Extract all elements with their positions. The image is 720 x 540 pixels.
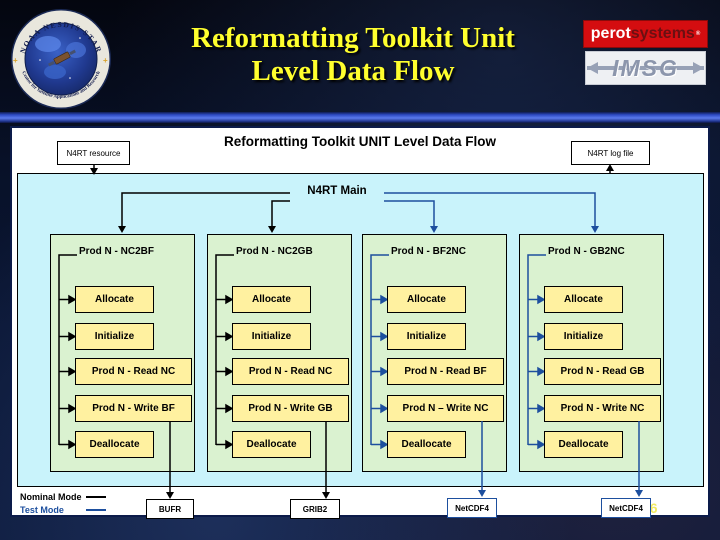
legend-test-line-sample [86,508,106,511]
step-box: Prod N - Read GB [544,358,661,385]
n4rt-main-label: N4RT Main [307,185,367,197]
legend-test-label: Test Mode [20,504,64,515]
output-box-bufr: BUFR [146,499,194,519]
output-box-grib2: GRIB2 [290,499,340,519]
step-box: Allocate [544,286,623,313]
column-bracket-lines [58,254,77,450]
column-header: Prod N - NC2GB [236,246,313,257]
perot-logo-light-text: systems [630,25,695,42]
header-divider-bar [0,112,720,123]
step-box: Prod N - Read NC [232,358,349,385]
step-box: Deallocate [75,431,154,458]
noaa-nesdis-star-seal: ++ NOAA NESDIS STAR Center for Satellite… [11,9,111,109]
legend-nominal-line-sample [86,495,106,498]
step-box: Deallocate [544,431,623,458]
diagram-panel: Reformatting Toolkit UNIT Level Data Flo… [10,126,710,519]
perot-logo-bold-text: perot [590,25,631,42]
column-header: Prod N - GB2NC [548,246,625,257]
column-header: Prod N - BF2NC [391,246,466,257]
n4rt-log-file-box: N4RT log file [571,141,650,165]
mode-legend: Nominal Mode Test Mode [20,490,106,516]
slide-title-line1: Reformatting Toolkit Unit [191,22,515,54]
step-box: Prod N - Write BF [75,395,192,422]
step-box: Prod N - Read BF [387,358,504,385]
imsg-logo-text: IMSG [612,54,679,81]
column-bracket-lines [370,254,389,450]
step-box: Prod N - Write GB [232,395,349,422]
step-box: Allocate [75,286,154,313]
step-box: Prod N - Read NC [75,358,192,385]
column-header: Prod N - NC2BF [79,246,154,257]
step-box: Deallocate [232,431,311,458]
column-nc2bf: Prod N - NC2BF Allocate Initialize Prod … [50,234,195,472]
step-box: Initialize [232,323,311,350]
legend-nominal-mode: Nominal Mode [20,490,106,503]
step-box: Prod N - Write NC [544,395,661,422]
step-box: Initialize [387,323,466,350]
step-box: Deallocate [387,431,466,458]
satellite-icon [48,49,76,67]
step-box: Allocate [387,286,466,313]
step-box: Initialize [544,323,623,350]
svg-text:++: ++ [13,56,108,65]
slide-title-line2: Level Data Flow [251,55,455,87]
diagram-title: Reformatting Toolkit UNIT Level Data Flo… [223,134,497,149]
registered-mark: ® [695,31,701,37]
imsg-logo: IMSG [585,51,706,85]
imsg-right-arrow-icon [692,62,704,74]
step-box: Prod N – Write NC [387,395,504,422]
legend-test-mode: Test Mode [20,503,106,516]
column-gb2nc: Prod N - GB2NC Allocate Initialize Prod … [519,234,664,472]
column-bracket-lines [527,254,546,450]
column-nc2gb: Prod N - NC2GB Allocate Initialize Prod … [207,234,352,472]
slide-title: Reformatting Toolkit Unit Level Data Flo… [118,22,588,88]
output-box-netcdf4-1: NetCDF4 [447,498,497,518]
imsg-left-arrow-icon [587,62,599,74]
column-bracket-lines [215,254,234,450]
column-bf2nc: Prod N - BF2NC Allocate Initialize Prod … [362,234,507,472]
legend-nominal-label: Nominal Mode [20,491,82,502]
imsg-logo-bar [587,66,704,70]
step-box: Initialize [75,323,154,350]
n4rt-resource-box: N4RT resource [57,141,130,165]
step-box: Allocate [232,286,311,313]
output-box-netcdf4-2: NetCDF4 [601,498,651,518]
